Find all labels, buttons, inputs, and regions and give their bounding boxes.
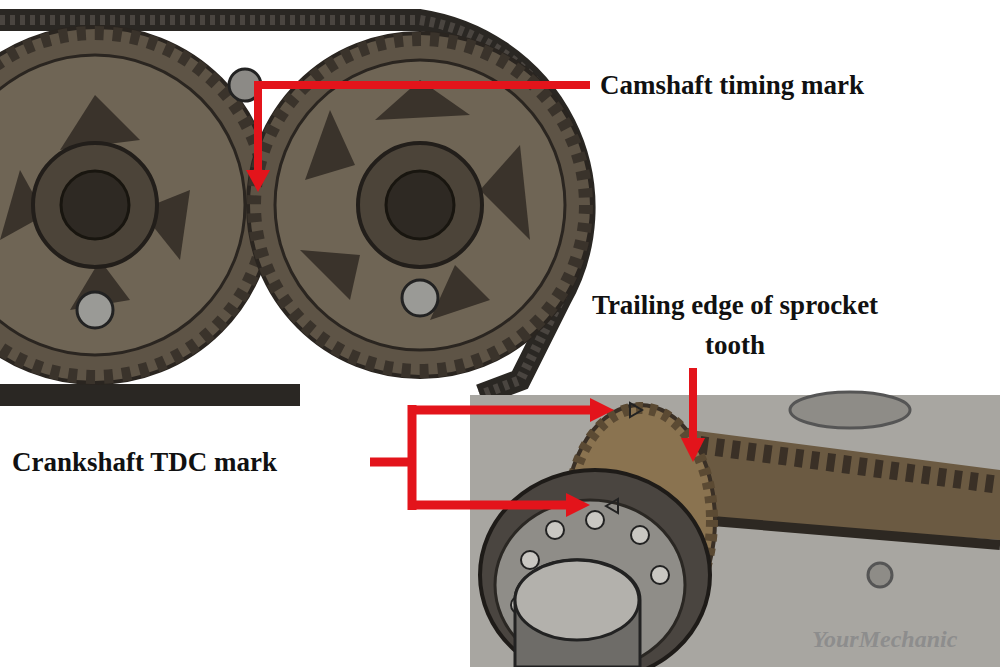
part-label: Crankshaft TDC mark	[12, 442, 277, 482]
crank-inset	[470, 392, 1000, 667]
watermark: YourMechanic	[812, 624, 957, 654]
part-label: Trailing edge of sprocket tooth	[590, 285, 880, 365]
part-label: Camshaft timing mark	[600, 65, 864, 105]
left-cam-sprocket	[0, 27, 273, 383]
right-cam-sprocket	[248, 33, 592, 377]
